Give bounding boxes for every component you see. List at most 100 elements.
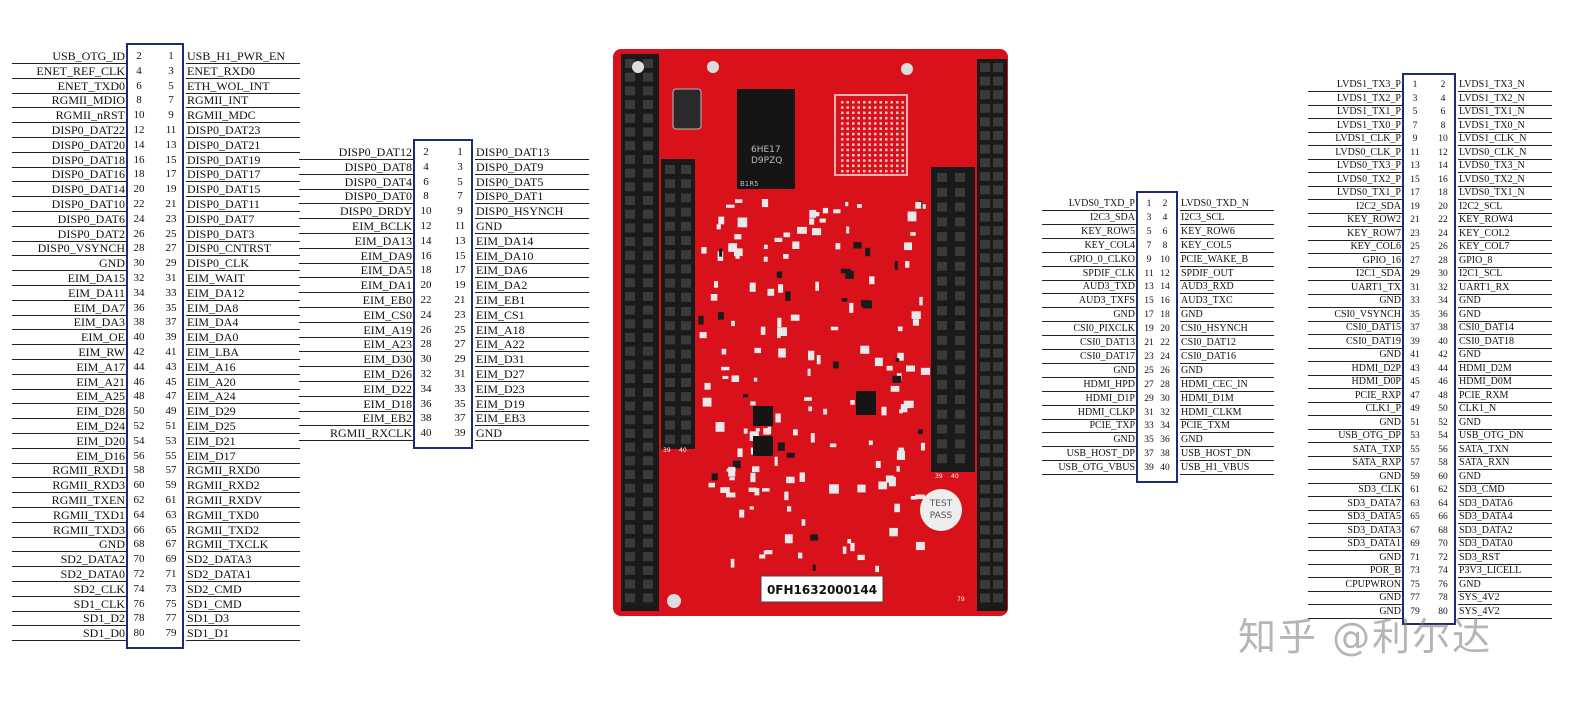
board-detail	[955, 439, 965, 449]
pin-number-right: 18	[1160, 310, 1170, 321]
pin-number-right: 9	[457, 205, 463, 218]
board-detail	[980, 280, 990, 290]
signal-label-right: KEY_ROW6	[1180, 226, 1274, 239]
signal-label-right: GND	[1458, 417, 1552, 430]
board-detail	[937, 202, 947, 212]
board-detail	[841, 298, 848, 302]
board-detail	[879, 132, 882, 136]
board-detail	[798, 552, 803, 559]
signal-label-left: USB_HOST_DP	[1042, 448, 1136, 462]
pin-number-right: 26	[1438, 242, 1448, 252]
pin-number-right: 10	[1160, 254, 1170, 265]
signal-label-left: DISP0_VSYNCH	[12, 242, 126, 257]
board-detail	[835, 243, 841, 250]
signal-label-left: KEY_ROW2	[1308, 214, 1402, 227]
pin-number-left: 52	[133, 420, 145, 432]
board-detail	[643, 86, 653, 96]
board-detail	[715, 422, 725, 432]
signal-label-right: LVDS0_TX2_N	[1458, 174, 1552, 187]
signal-label-left: SPDIF_CLK	[1042, 268, 1136, 281]
signal-label-left: RGMII_TXEN	[12, 494, 126, 508]
board-detail	[625, 141, 635, 151]
board-detail	[879, 159, 882, 162]
board-detail	[890, 143, 893, 146]
pin-number-right: 32	[1160, 407, 1170, 418]
signal-label-left: GND	[1308, 606, 1402, 619]
board-detail	[759, 554, 766, 559]
pin-number-right: 44	[1438, 363, 1448, 374]
board-detail	[885, 116, 888, 120]
board-detail	[809, 209, 817, 218]
pin-number-left: 21	[1144, 338, 1154, 348]
board-detail	[894, 503, 900, 513]
board-detail	[980, 593, 990, 603]
signal-label-left: I2C1_SDA	[1308, 268, 1402, 281]
pin-number-right: 63	[165, 508, 177, 521]
signal-label-left: EIM_D28	[12, 405, 126, 420]
signal-label-left: CSI0_PIXCLK	[1042, 323, 1136, 337]
board-detail	[625, 86, 635, 96]
pin-number-right: 17	[165, 168, 177, 181]
signal-label-left: RGMII_TXD3	[12, 523, 126, 538]
pin-number-right: 31	[454, 368, 466, 380]
board-detail	[665, 349, 675, 359]
pin-number-right: 40	[1438, 336, 1448, 347]
pin-number-left: 39	[1410, 336, 1420, 347]
signal-label-left: EIM_A21	[12, 375, 126, 390]
pin-number-right: 23	[165, 212, 177, 225]
board-detail	[874, 154, 877, 157]
board-detail	[625, 196, 635, 205]
board-detail	[643, 456, 653, 466]
pin-number-left: 34	[133, 286, 145, 299]
board-detail	[980, 253, 990, 263]
board-detail	[625, 565, 635, 575]
board-detail	[980, 103, 990, 113]
board-detail	[833, 361, 839, 369]
pin-number-left: 14	[133, 138, 145, 151]
board-detail	[729, 477, 735, 481]
board-detail	[993, 131, 1003, 140]
board-detail	[665, 179, 675, 189]
pin-number-left: 49	[1410, 404, 1420, 414]
board-detail	[731, 375, 740, 382]
board-detail	[833, 209, 841, 214]
signal-label-left: DISP0_DAT22	[12, 124, 126, 138]
board-detail	[852, 106, 855, 109]
board-detail	[665, 307, 675, 316]
pin-number-right: 8	[1440, 120, 1446, 131]
board-detail	[643, 333, 653, 342]
pin-number-right: 80	[1438, 606, 1448, 617]
pin-number-left: 27	[1410, 255, 1420, 266]
board-detail	[937, 321, 947, 330]
board-detail	[625, 305, 635, 315]
signal-label-left: GND	[1308, 417, 1402, 430]
board-detail	[665, 193, 675, 203]
board-detail	[910, 496, 917, 500]
pin-number-right: 14	[1160, 282, 1170, 293]
signal-label-right: DISP0_DAT19	[186, 153, 300, 168]
board-detail	[643, 141, 653, 151]
signal-label-left: LVDS1_TX1_P	[1308, 106, 1402, 119]
signal-label-right: KEY_COL5	[1180, 240, 1274, 253]
board-detail	[874, 169, 877, 173]
board-detail	[863, 106, 866, 109]
pin-number-left: 8	[423, 190, 429, 203]
pin-number-left: 15	[1144, 296, 1154, 307]
board-detail	[852, 154, 855, 157]
board-detail	[811, 228, 822, 236]
signal-label-left: DISP0_DAT20	[12, 138, 126, 153]
signal-label-right: EIM_A20	[186, 375, 300, 390]
pin-number-left: 13	[1410, 161, 1420, 171]
pin-number-left: 12	[420, 220, 432, 232]
pin-number-left: 63	[1410, 498, 1420, 509]
pin-number-right: 1	[168, 50, 174, 62]
board-detail	[841, 116, 844, 120]
signal-label-left: GND	[12, 538, 126, 553]
pin-number-left: 10	[133, 109, 145, 122]
board-detail	[993, 335, 1003, 344]
board-detail	[915, 494, 925, 500]
board-detail	[896, 143, 899, 146]
board-detail	[731, 320, 735, 327]
pin-number-right: 2	[1440, 80, 1446, 90]
board-detail	[625, 319, 635, 329]
